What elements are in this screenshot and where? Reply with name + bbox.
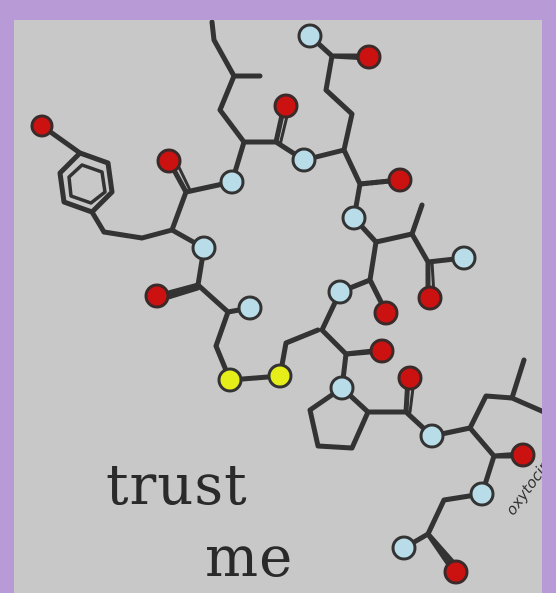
oxygen-atom xyxy=(387,167,413,193)
nitrogen-atom xyxy=(219,169,245,195)
nitrogen-atom xyxy=(341,205,367,231)
atoms xyxy=(30,23,536,585)
nitrogen-atom xyxy=(327,279,353,305)
oxygen-atom xyxy=(510,442,536,468)
nitrogen-atom xyxy=(469,481,495,507)
poster: trust me oxytocin xyxy=(14,20,542,593)
oxygen-atom xyxy=(30,114,54,138)
oxygen-atom xyxy=(443,559,469,585)
nitrogen-atom xyxy=(451,245,477,271)
oxygen-atom xyxy=(417,285,443,311)
sulfur-atom xyxy=(217,367,243,393)
nitrogen-atom xyxy=(391,535,417,561)
nitrogen-atom xyxy=(191,235,217,261)
oxygen-atom xyxy=(369,338,395,364)
nitrogen-atom xyxy=(291,147,317,173)
nitrogen-atom xyxy=(419,423,445,449)
caption-line-1: trust xyxy=(106,453,248,518)
oxygen-atom xyxy=(373,300,399,326)
proline-ring xyxy=(307,385,371,451)
oxygen-atom xyxy=(356,44,382,70)
oxytocin-molecule-icon xyxy=(30,20,542,585)
oxygen-atom xyxy=(144,283,170,309)
phenol-ring-inner xyxy=(67,163,107,205)
nitrogen-atom xyxy=(237,295,263,321)
nitrogen-atom xyxy=(297,23,323,49)
oxygen-atom xyxy=(273,93,299,119)
nitrogen-atom xyxy=(329,375,355,401)
oxygen-atom xyxy=(397,365,423,391)
caption-line-2: me xyxy=(205,525,294,590)
oxygen-atom xyxy=(156,148,182,174)
sulfur-atom xyxy=(267,363,293,389)
